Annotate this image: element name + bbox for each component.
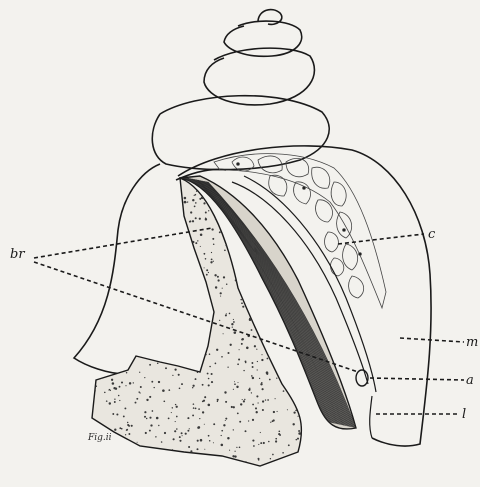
leader-m (400, 338, 464, 342)
leader-a (370, 378, 464, 380)
label-m: m (466, 335, 478, 350)
shell-whorl-3 (152, 96, 329, 170)
body-whorl-outline (74, 164, 160, 377)
label-c: c (428, 227, 436, 242)
label-l: l (462, 407, 466, 422)
label-a: a (466, 373, 474, 388)
label-br: br (10, 247, 25, 262)
engraver-signature: Fig.ii (87, 433, 112, 443)
leader-br-upper (34, 228, 212, 258)
